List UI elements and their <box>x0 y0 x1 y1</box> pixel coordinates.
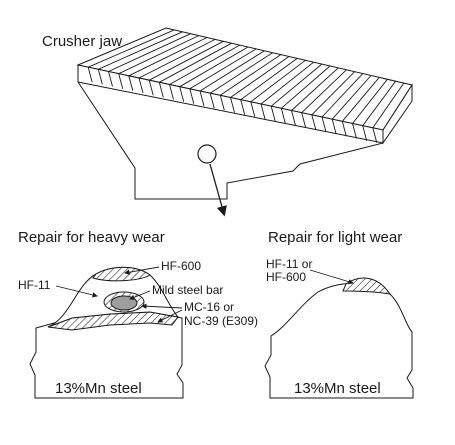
ridge-line <box>331 75 372 120</box>
detail-arrow <box>209 163 227 217</box>
light-wear-heading: Repair for light wear <box>268 229 402 246</box>
ridge-line <box>362 80 396 126</box>
ridge-tooth <box>372 127 378 143</box>
leader-hf11 <box>55 285 98 298</box>
ridge-tooth <box>321 116 327 133</box>
label-hf11: HF-11 <box>18 278 51 292</box>
label-right-line1: HF-11 or <box>266 257 312 271</box>
ridge-line <box>321 73 364 118</box>
ridge-line <box>230 56 290 98</box>
ridge-line <box>220 54 282 96</box>
ridge-tooth <box>270 106 276 122</box>
ridge-tooth <box>209 93 215 109</box>
ridge-line <box>352 79 388 124</box>
ridge-tooth <box>230 97 235 113</box>
base-label-right: 13%Mn steel <box>294 380 381 397</box>
ridge-tooth <box>169 84 174 100</box>
ridge-line <box>118 35 199 75</box>
diagram-title: Crusher jaw <box>42 33 122 50</box>
ridge-tooth <box>311 114 317 130</box>
ridge-tooth <box>97 69 103 85</box>
ridge-tooth <box>240 99 246 115</box>
ridge-line <box>240 58 298 101</box>
ridge-line <box>138 38 216 79</box>
ridge-tooth <box>362 125 368 141</box>
ridge-tooth <box>250 101 256 117</box>
leader-hf600 <box>124 266 160 275</box>
ridge-tooth <box>352 123 357 139</box>
leader-mc16-ring <box>141 303 183 309</box>
leader-mild-steel <box>129 290 151 300</box>
ridge-line <box>98 31 183 70</box>
heavy-wear-heading: Repair for heavy wear <box>18 229 165 246</box>
ridge-tooth <box>138 77 144 94</box>
light-wear-overlay <box>342 277 392 295</box>
ridge-line <box>301 69 347 114</box>
ridge-line <box>372 82 405 129</box>
label-hf600: HF-600 <box>161 259 201 273</box>
ridge-tooth <box>158 82 164 98</box>
ridge-tooth <box>108 71 113 87</box>
ridge-tooth <box>87 67 93 83</box>
ridge-line <box>199 50 265 92</box>
ridge-line <box>311 71 355 116</box>
ridge-line <box>88 29 175 68</box>
crusher-jaw-illustration <box>76 27 413 200</box>
base-label-left: 13%Mn steel <box>55 380 142 397</box>
ridge-line <box>341 77 380 122</box>
ridge-tooth <box>118 73 124 89</box>
label-mild-steel-bar: Mild steel bar <box>152 283 223 297</box>
ridge-tooth <box>148 80 154 96</box>
ridge-tooth <box>179 86 185 102</box>
heavy-wear-cross-section <box>29 266 184 399</box>
ridge-tooth <box>199 90 205 107</box>
ridge-tooth <box>331 119 337 135</box>
label-mc16-line1: MC-16 or <box>184 300 234 314</box>
ridge-line <box>189 48 257 90</box>
ridge-line <box>291 67 339 111</box>
ridge-line <box>209 52 273 94</box>
ridge-tooth <box>189 88 195 104</box>
ridge-line <box>108 33 191 72</box>
ridge-line <box>281 65 331 109</box>
ridge-tooth <box>301 112 307 128</box>
ridge-tooth <box>341 121 347 137</box>
leader-mc16-layer <box>157 309 183 323</box>
ridge-line <box>159 42 232 83</box>
ridge-line <box>128 37 208 77</box>
ridge-line <box>169 44 241 85</box>
ridge-line <box>260 61 314 105</box>
leader-right <box>309 269 354 285</box>
ridge-line <box>148 40 224 81</box>
ridge-tooth <box>219 95 225 111</box>
detail-circle <box>197 144 217 164</box>
ridge-tooth <box>291 110 296 126</box>
label-right-line2: HF-600 <box>266 270 306 284</box>
ridge-line <box>250 59 306 103</box>
light-wear-cross-section <box>264 277 414 399</box>
label-mc16-line2: NC-39 (E309) <box>184 314 258 328</box>
ridge-line <box>270 63 323 107</box>
jaw-teeth-ridges <box>87 29 405 143</box>
ridge-tooth <box>280 108 286 124</box>
ridge-line <box>179 46 249 88</box>
ridge-tooth <box>128 75 134 91</box>
ridge-tooth <box>260 103 266 120</box>
